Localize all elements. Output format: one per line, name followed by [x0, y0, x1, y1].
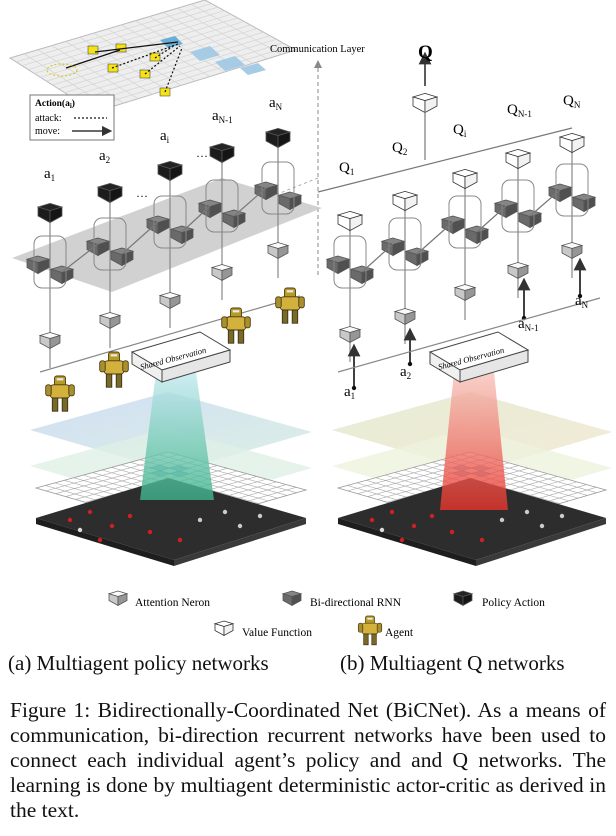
svg-text:a2: a2	[400, 364, 411, 381]
shared-observation-right: Shared Observation	[428, 331, 530, 383]
birnn-forward-1	[25, 255, 51, 275]
q-birnn-forward-5	[547, 183, 573, 203]
q-attention-neuron-4	[506, 262, 530, 280]
legend-birnn-cube	[281, 590, 303, 607]
attention-neuron-1	[38, 332, 62, 350]
attention-neuron-5	[266, 242, 290, 260]
legend-birnn	[281, 590, 303, 607]
svg-text:a2: a2	[99, 148, 110, 165]
svg-text:Q2: Q2	[392, 140, 407, 157]
legend-value-cube	[213, 620, 235, 637]
shared-observation-beam-left	[140, 372, 214, 500]
subcaption-a: (a) Multiagent policy networks	[8, 651, 269, 675]
svg-text:aN: aN	[269, 95, 283, 112]
svg-text:QN-1: QN-1	[507, 102, 532, 119]
q-birnn-forward-3	[440, 215, 466, 235]
svg-text:aN-1: aN-1	[212, 108, 233, 125]
q-birnn-forward-4	[493, 199, 519, 219]
policy-network	[12, 127, 322, 373]
agent-icon	[99, 351, 129, 388]
svg-text:Action(ai): Action(ai)	[35, 98, 75, 110]
svg-text:aN-1: aN-1	[518, 316, 539, 333]
legend-policy-cube	[452, 590, 474, 607]
svg-text:aN: aN	[575, 293, 589, 310]
policy-labels: a1 a2 ai aN-1 aN ··· ···	[44, 95, 283, 203]
svg-text:QN: QN	[563, 93, 581, 110]
value-function-3	[451, 168, 479, 190]
policy-action-2	[96, 182, 124, 204]
agent-icon	[357, 615, 383, 646]
value-function-total	[411, 92, 439, 114]
attack-label: attack:	[35, 113, 62, 124]
legend-value-label: Value Function	[242, 627, 312, 639]
svg-text:ai: ai	[160, 128, 170, 145]
q-birnn-backward-4	[517, 209, 543, 229]
q-birnn-forward-2	[380, 237, 406, 257]
agent-icon	[45, 375, 75, 412]
attention-neuron-4	[210, 264, 234, 282]
birnn-backward-2	[109, 247, 135, 267]
agent-icon	[221, 307, 251, 344]
q-birnn-backward-3	[464, 225, 490, 245]
svg-text:a1: a1	[344, 384, 355, 401]
policy-action-3	[156, 160, 184, 182]
q-birnn-backward-5	[571, 193, 597, 213]
value-function-4	[504, 148, 532, 170]
legend-attention-cube	[107, 590, 129, 607]
q-attention-neuron-1	[338, 326, 362, 344]
legend-birnn-label: Bi-directional RNN	[310, 597, 402, 609]
figure-caption: Figure 1: Bidirectionally-Coordinated Ne…	[10, 698, 606, 822]
policy-action-1	[36, 202, 64, 224]
legend-attention-label: Attention Neron	[135, 597, 210, 609]
shared-observation-beam-right	[440, 372, 508, 510]
bicnet-figure: Action(ai) attack: move: Communication L…	[8, 0, 612, 646]
legend-agent-icon	[357, 615, 383, 646]
legend-value-function	[213, 620, 235, 637]
legend-attention-neuron	[107, 590, 129, 607]
attention-neuron-3	[158, 292, 182, 310]
value-function-2	[391, 190, 419, 212]
svg-text:Qi: Qi	[453, 122, 467, 139]
q-network	[317, 51, 601, 391]
agents	[45, 287, 305, 412]
agent-icon	[275, 287, 305, 324]
policy-action-4	[208, 142, 236, 164]
q-attention-neuron-3	[453, 284, 477, 302]
birnn-backward-5	[277, 191, 303, 211]
q-birnn-forward-1	[325, 255, 351, 275]
value-function-1	[336, 210, 364, 232]
svg-text:···: ···	[196, 149, 208, 163]
attention-neuron-2	[98, 312, 122, 330]
q-attention-neuron-2	[393, 308, 417, 326]
move-label: move:	[35, 126, 60, 137]
svg-text:···: ···	[136, 189, 148, 203]
birnn-backward-1	[49, 265, 75, 285]
svg-text:a1: a1	[44, 166, 55, 183]
action-legend-box: Action(ai) attack: move:	[29, 94, 115, 141]
q-birnn-backward-1	[349, 265, 375, 285]
svg-text:Q: Q	[418, 42, 433, 63]
value-function-5	[558, 132, 586, 154]
legend-policy-label: Policy Action	[482, 597, 545, 609]
subcaption-b: (b) Multiagent Q networks	[340, 651, 565, 675]
communication-layer-label: Communication Layer	[270, 44, 365, 55]
svg-text:Q1: Q1	[339, 160, 354, 177]
q-attention-neuron-5	[560, 242, 584, 260]
policy-action-5	[264, 127, 292, 149]
q-labels: Q Q1 Q2 Qi QN-1 QN a1 a2 aN-1 aN	[339, 42, 589, 401]
legend-policy-action	[452, 590, 474, 607]
q-birnn-backward-2	[404, 247, 430, 267]
top-map	[8, 0, 298, 113]
shared-observation-left: Shared Observation	[130, 331, 232, 383]
legend: Attention Neron Bi-directional RNN Polic…	[107, 590, 545, 646]
birnn-backward-3	[169, 225, 195, 245]
birnn-backward-4	[221, 209, 247, 229]
legend-agent-label: Agent	[385, 627, 414, 639]
